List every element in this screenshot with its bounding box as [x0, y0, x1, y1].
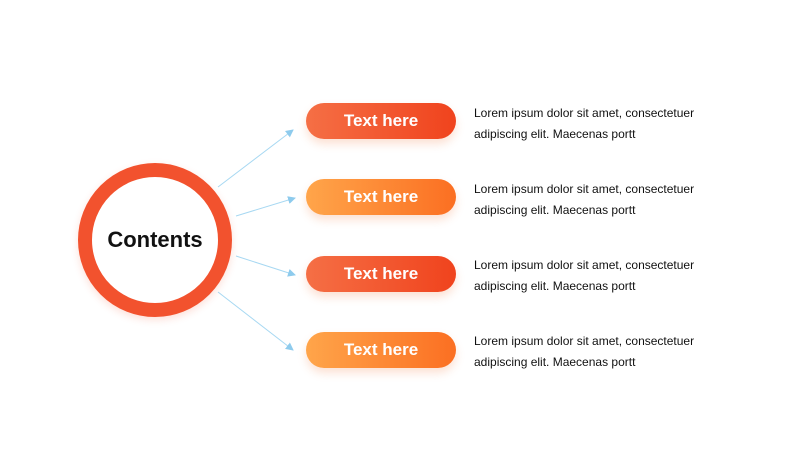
item-1-desc-line1: Lorem ipsum dolor sit amet, consectetuer: [474, 106, 695, 120]
item-1-description: Lorem ipsum dolor sit amet, consectetuer…: [474, 103, 734, 145]
item-1-label: Text here: [343, 111, 419, 130]
item-2-desc-line1: Lorem ipsum dolor sit amet, consectetuer: [474, 182, 695, 196]
item-4-desc-line1: Lorem ipsum dolor sit amet, consectetuer: [474, 334, 695, 348]
item-1-pill[interactable]: Text here: [306, 103, 456, 139]
item-1-desc-line2: adipiscing elit. Maecenas portt: [474, 127, 636, 141]
item-2-pill[interactable]: Text here: [306, 179, 456, 215]
hub-title: Contents: [107, 227, 203, 252]
item-4-description: Lorem ipsum dolor sit amet, consectetuer…: [474, 331, 734, 373]
arrow-1: [217, 129, 294, 188]
arrow-2: [235, 196, 296, 217]
arrow-4: [217, 291, 294, 351]
item-4-label: Text here: [343, 340, 419, 359]
item-3-pill[interactable]: Text here: [306, 256, 456, 292]
item-2-label: Text here: [343, 187, 419, 206]
arrow-3: [235, 255, 296, 277]
item-2-description: Lorem ipsum dolor sit amet, consectetuer…: [474, 179, 734, 221]
item-4-pill[interactable]: Text here: [306, 332, 456, 368]
item-3-label: Text here: [343, 264, 419, 283]
item-2-desc-line2: adipiscing elit. Maecenas portt: [474, 203, 636, 217]
contents-hub-circle: Contents: [78, 163, 232, 317]
item-4-desc-line2: adipiscing elit. Maecenas portt: [474, 355, 636, 369]
item-3-description: Lorem ipsum dolor sit amet, consectetuer…: [474, 255, 734, 297]
item-3-desc-line1: Lorem ipsum dolor sit amet, consectetuer: [474, 258, 695, 272]
item-3-desc-line2: adipiscing elit. Maecenas portt: [474, 279, 636, 293]
